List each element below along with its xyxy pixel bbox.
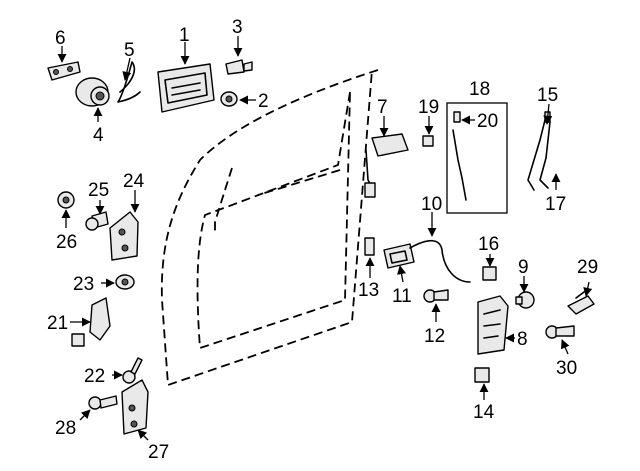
callout-27: 27 — [148, 442, 169, 463]
callout-25: 25 — [88, 180, 109, 201]
part-29-striker — [567, 291, 595, 315]
callout-3: 3 — [232, 17, 243, 38]
callout-12: 12 — [424, 326, 445, 347]
part-27-hinge — [121, 379, 149, 435]
part-21-door-check — [71, 297, 111, 347]
callout-11: 11 — [392, 286, 412, 307]
part-5-rod — [117, 61, 141, 103]
part-30-bolt — [545, 325, 575, 339]
callout-5: 5 — [124, 40, 135, 61]
callout-18: 18 — [469, 79, 490, 100]
callout-15: 15 — [537, 85, 558, 106]
callout-20: 20 — [477, 111, 498, 132]
part-6-clip — [47, 61, 81, 81]
callout-13: 13 — [358, 280, 379, 301]
part-11-switch — [383, 243, 415, 269]
part-25-bolt — [85, 211, 109, 231]
part-7-inside-handle — [364, 133, 409, 198]
callout-numbers: 1 2 3 4 5 6 7 8 9 10 11 12 13 14 15 16 1… — [47, 17, 598, 463]
door-outline — [160, 69, 379, 387]
callout-29: 29 — [577, 257, 598, 278]
callout-28: 28 — [55, 418, 76, 439]
callout-1: 1 — [179, 25, 190, 46]
callout-16: 16 — [478, 234, 499, 255]
part-1-outside-handle — [157, 63, 215, 113]
callout-10: 10 — [421, 194, 442, 215]
part-26-nut — [57, 191, 75, 209]
part-28-bolt — [88, 395, 118, 410]
part-2-nut — [220, 91, 238, 107]
part-13-clip — [364, 237, 375, 256]
part-10-cable — [409, 239, 471, 283]
callout-9: 9 — [518, 257, 529, 278]
callout-26: 26 — [56, 232, 77, 253]
callout-17: 17 — [545, 194, 566, 215]
part-14-pad — [474, 367, 490, 383]
callout-23: 23 — [73, 274, 94, 295]
part-8-latch — [477, 295, 509, 355]
part-18-rod-assembly — [446, 102, 508, 214]
callout-24: 24 — [123, 171, 145, 192]
part-16-clip — [482, 266, 497, 281]
callout-8: 8 — [517, 329, 528, 350]
part-19-clip — [422, 135, 434, 147]
part-24-hinge — [109, 211, 139, 261]
part-3-bolt — [225, 59, 253, 75]
callout-7: 7 — [377, 97, 388, 118]
callout-14: 14 — [473, 402, 495, 423]
callout-22: 22 — [84, 366, 105, 387]
callout-21: 21 — [47, 313, 68, 334]
part-4-lock-cylinder — [75, 77, 110, 107]
part-12-bolt — [423, 289, 449, 303]
leader-lines — [57, 36, 593, 441]
part-23-nut — [115, 274, 135, 290]
callout-2: 2 — [258, 91, 269, 112]
callout-6: 6 — [55, 28, 66, 49]
part-22-bolt — [122, 357, 143, 384]
callout-19: 19 — [418, 97, 439, 118]
callout-4: 4 — [93, 125, 104, 146]
part-9-bolt — [515, 291, 535, 309]
callout-30: 30 — [556, 358, 577, 379]
